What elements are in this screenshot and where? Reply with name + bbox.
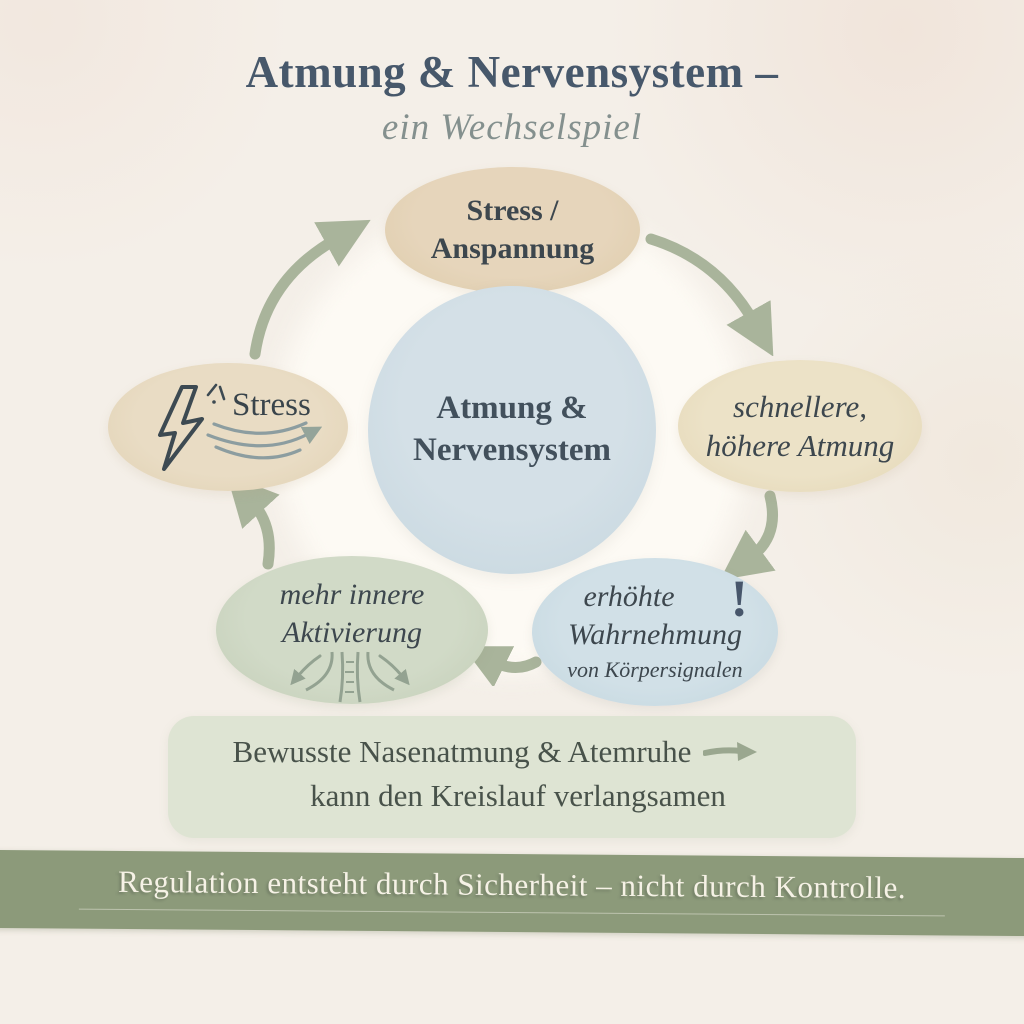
node-stress-anspannung-line1: Stress / (466, 194, 559, 228)
nerve-branches-icon (290, 651, 410, 703)
node-center-line2: Nervensystem (413, 432, 611, 468)
right-arrow-icon (703, 742, 758, 761)
callout-line1: Bewusste Nasenatmung & Atemruhe (232, 734, 692, 769)
node-schnellere-atmung-line2: höhere Atmung (705, 428, 895, 463)
node-schnellere-atmung-line1: schnellere, (733, 388, 867, 424)
callout-line1-row: Bewusste Nasenatmung & Atemruhe (152, 734, 840, 770)
node-stress-anspannung: Stress / Anspannung (385, 167, 640, 293)
node-schnellere-atmung: schnellere, höhere Atmung (678, 360, 922, 492)
node-stress-anspannung-line2: Anspannung (430, 232, 595, 265)
exclamation-icon: ! (730, 571, 748, 628)
curved-arrow-icon-bottomleft-to-left (226, 484, 280, 570)
footer-banner: Regulation entsteht durch Sicherheit – n… (0, 849, 1024, 937)
node-center-atmung-nervensystem: Atmung & Nervensystem (368, 286, 656, 574)
callout-line2: kann den Kreislauf verlangsamen (310, 778, 726, 813)
node-innere-aktivierung-line1: mehr innere (279, 578, 425, 611)
node-erhoehte-wahrnehmung-line1: erhöhte (583, 580, 675, 613)
page-subtitle: ein Wechselspiel (381, 107, 643, 148)
node-erhoehte-wahrnehmung: erhöhte Wahrnehmung von Körpersignalen ! (532, 558, 778, 706)
node-stress-trigger-label: Stress (232, 387, 311, 423)
node-innere-aktivierung: mehr innere Aktivierung (216, 556, 488, 704)
node-erhoehte-wahrnehmung-line3: von Körpersignalen (567, 656, 743, 682)
node-innere-aktivierung-line2: Aktivierung (282, 615, 422, 649)
curved-arrow-icon-top-to-right (645, 233, 774, 356)
curved-arrow-icon-right-to-bottomright (719, 490, 778, 581)
footer-underline (78, 908, 945, 917)
node-erhoehte-wahrnehmung-line2: Wahrnehmung (568, 617, 742, 651)
lightning-bolt-icon (158, 383, 226, 471)
page-title: Atmung & Nervensystem – (245, 47, 779, 97)
breath-waves-icon (206, 421, 322, 460)
node-stress-trigger: Stress (108, 363, 348, 491)
curved-arrow-icon-bottomright-to-bottomleft (470, 646, 542, 686)
footer-text: Regulation entsteht durch Sicherheit – n… (117, 863, 907, 906)
callout-box: Bewusste Nasenatmung & Atemruhe kann den… (168, 716, 856, 838)
curved-arrow-icon-left-to-top (249, 219, 371, 360)
node-center-line1: Atmung & (436, 390, 588, 427)
